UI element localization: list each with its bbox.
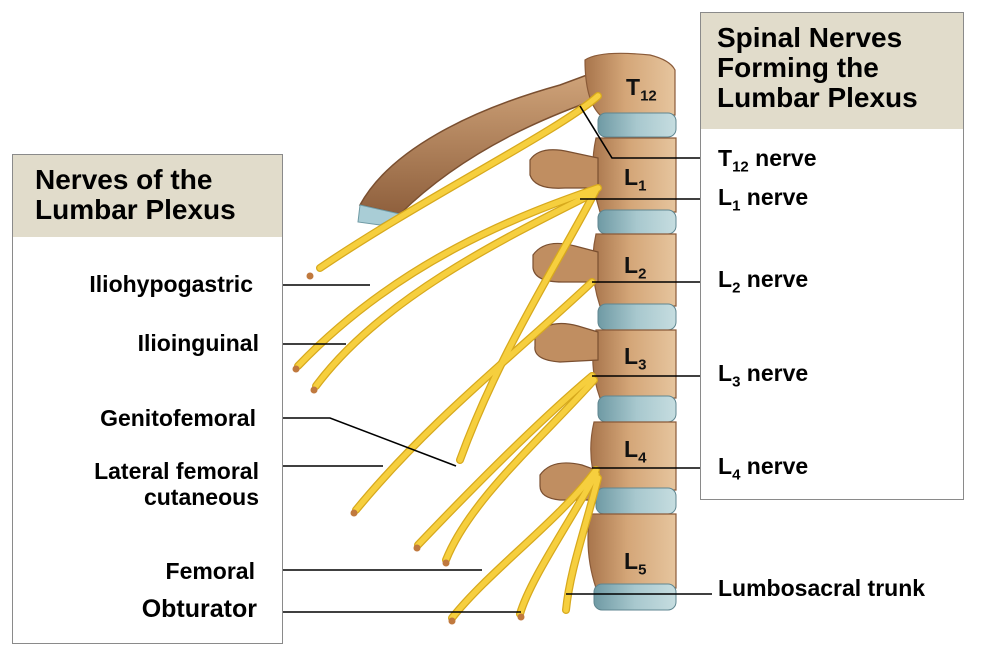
label-l3-nerve: L3 nerve <box>718 360 808 396</box>
vertebra-number: 5 <box>638 561 647 579</box>
l2-letter: L <box>718 266 733 292</box>
vertebra-number: 12 <box>640 87 657 105</box>
vertebra-label-l3: L3 <box>624 343 646 374</box>
t12-letter: T <box>718 145 733 171</box>
vertebra-letter: T <box>626 74 641 100</box>
right-title-line1: Spinal Nerves <box>717 22 903 53</box>
lateral-femoral-line1: Lateral femoral <box>94 458 259 484</box>
vertebra-number: 3 <box>638 356 647 374</box>
t12-number: 12 <box>732 158 749 176</box>
vertebra-letter: L <box>624 252 639 278</box>
l3-letter: L <box>718 360 733 386</box>
vertebra-letter: L <box>624 164 639 190</box>
l4-number: 4 <box>732 466 741 484</box>
lateral-femoral-line2: cutaneous <box>143 484 259 510</box>
left-panel-title: Nerves of the Lumbar Plexus <box>13 155 282 237</box>
l2-suffix: nerve <box>740 266 809 292</box>
label-obturator: Obturator <box>141 595 257 623</box>
left-title-line2: Lumbar Plexus <box>35 194 236 225</box>
right-title-line3: Lumbar Plexus <box>717 82 918 113</box>
l1-letter: L <box>718 184 733 210</box>
vertebra-label-l1: L1 <box>624 164 646 195</box>
l1-suffix: nerve <box>740 184 809 210</box>
label-l2-nerve: L2 nerve <box>718 266 808 302</box>
vertebra-letter: L <box>624 548 639 574</box>
l4-letter: L <box>718 453 733 479</box>
left-title-line1: Nerves of the <box>35 164 213 195</box>
vertebra-number: 4 <box>638 449 647 467</box>
leader-lines <box>268 105 712 613</box>
right-panel-title: Spinal Nerves Forming the Lumbar Plexus <box>701 13 963 129</box>
l3-number: 3 <box>732 373 741 391</box>
vertebra-number: 1 <box>638 177 647 195</box>
l1-number: 1 <box>732 197 741 215</box>
vertebra-label-t12: T12 <box>626 74 657 105</box>
label-l1-nerve: L1 nerve <box>718 184 808 220</box>
l3-suffix: nerve <box>740 360 809 386</box>
vertebra-label-l5: L5 <box>624 548 646 579</box>
label-l4-nerve: L4 nerve <box>718 453 808 489</box>
spinal-nerves-panel: Spinal Nerves Forming the Lumbar Plexus <box>700 12 964 500</box>
label-lateral-femoral-cutaneous: Lateral femoral cutaneous <box>94 458 259 510</box>
l4-suffix: nerve <box>740 453 809 479</box>
l2-number: 2 <box>732 279 741 297</box>
vertebra-letter: L <box>624 343 639 369</box>
vertebra-label-l4: L4 <box>624 436 646 467</box>
label-lumbosacral-trunk: Lumbosacral trunk <box>718 575 926 601</box>
vertebra-label-l2: L2 <box>624 252 646 283</box>
nerve-branches <box>292 92 602 625</box>
t12-suffix: nerve <box>748 145 817 171</box>
vertebra-number: 2 <box>638 265 647 283</box>
nerves-of-lumbar-plexus-panel: Nerves of the Lumbar Plexus <box>12 154 283 644</box>
right-title-line2: Forming the <box>717 52 879 83</box>
vertebra-letter: L <box>624 436 639 462</box>
vertebral-column <box>529 52 677 611</box>
label-iliohypogastric: Iliohypogastric <box>89 271 253 297</box>
label-t12-nerve: T12 nerve <box>718 145 817 181</box>
label-genitofemoral: Genitofemoral <box>100 405 256 431</box>
label-ilioinguinal: Ilioinguinal <box>137 330 259 356</box>
label-femoral: Femoral <box>165 558 255 584</box>
